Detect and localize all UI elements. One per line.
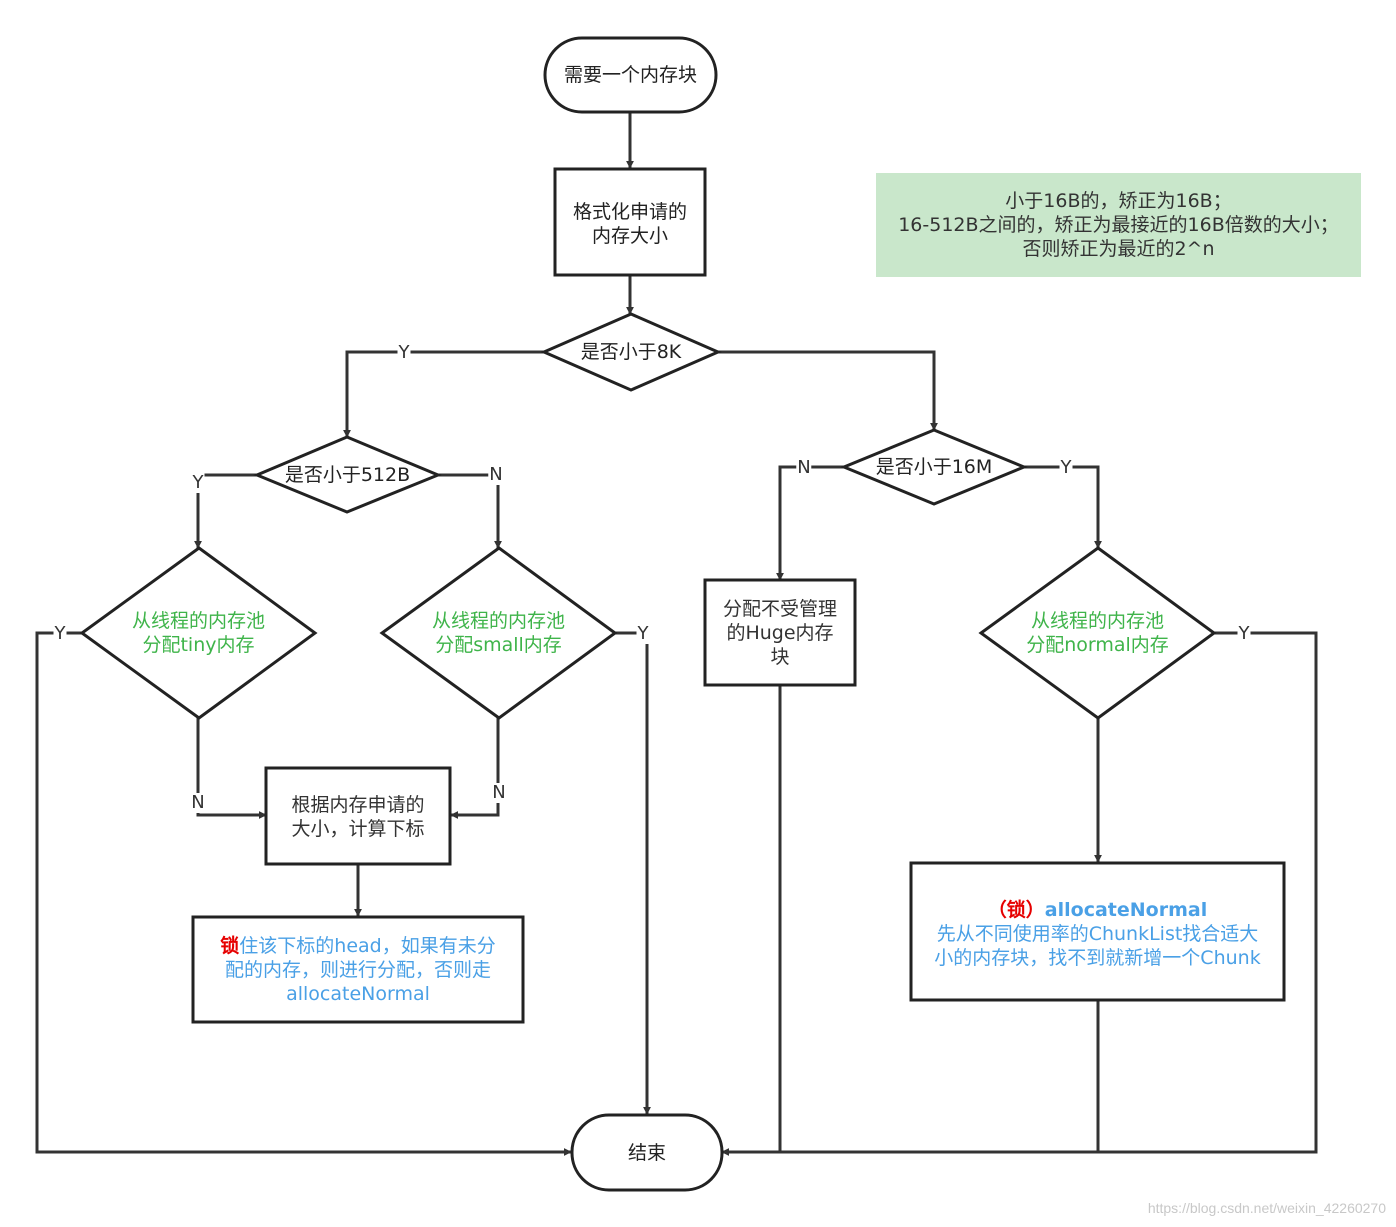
huge-label-line: 块 bbox=[770, 646, 790, 668]
calc-index-box bbox=[264, 766, 452, 866]
watermark: https://blog.csdn.net/weixin_42260270 bbox=[1147, 1200, 1386, 1216]
calc-index-label-line: 根据内存申请的 bbox=[291, 794, 425, 816]
edge-normal-yes bbox=[780, 631, 1318, 1154]
edge-label-small-yes: Y bbox=[636, 623, 650, 644]
normal-cache-label-line: 分配normal内存 bbox=[1026, 634, 1169, 656]
edge-label-normal-yes: Y bbox=[1237, 623, 1251, 644]
normal-cache-decision bbox=[978, 546, 1217, 720]
small-cache-label-line: 从线程的内存池 bbox=[431, 610, 565, 632]
edge-label-lt512b-no: N bbox=[488, 464, 504, 485]
edge-label-small-no: N bbox=[491, 782, 507, 803]
lock-head-text: 住该下标的head，如果有未分 bbox=[239, 935, 496, 957]
edge-label-lt8k-yes: Y bbox=[397, 342, 411, 363]
lock-head-line-3: allocateNormal bbox=[286, 983, 430, 1005]
edge-label-tiny-no: N bbox=[190, 792, 206, 813]
small-cache-label-line: 分配small内存 bbox=[435, 634, 562, 656]
lock-head-label: 锁住该下标的head，如果有未分 配的内存，则进行分配，否则走 allocate… bbox=[193, 934, 523, 1006]
huge-process-box bbox=[703, 578, 857, 687]
edge-tiny-no bbox=[196, 718, 267, 819]
lt16m-decision bbox=[840, 428, 1028, 506]
edge-lt512b-no bbox=[438, 473, 502, 549]
huge-label-line: 的Huge内存 bbox=[726, 622, 834, 644]
end-terminal bbox=[570, 1113, 724, 1192]
format-process-box bbox=[553, 167, 707, 277]
alloc-normal-box bbox=[909, 861, 1286, 1002]
normal-cache-label-line: 从线程的内存池 bbox=[1030, 610, 1164, 632]
lock-head-line-2: 配的内存，则进行分配，否则走 bbox=[224, 959, 491, 981]
alloc-normal-line-2: 先从不同使用率的ChunkList找合适大 bbox=[936, 923, 1259, 945]
edge-huge-to-end bbox=[721, 685, 782, 1156]
edge-lt8k-no bbox=[718, 350, 938, 431]
edge-small-yes bbox=[615, 631, 651, 1115]
calc-index-label: 根据内存申请的 大小，计算下标 bbox=[266, 793, 450, 841]
alloc-normal-line-1: （锁）allocateNormal bbox=[911, 898, 1284, 922]
format-label-line: 格式化申请的 bbox=[572, 201, 687, 223]
normal-cache-label: 从线程的内存池 分配normal内存 bbox=[981, 609, 1214, 657]
start-label: 需要一个内存块 bbox=[563, 64, 697, 86]
alloc-normal-line-3: 小的内存块，找不到就新增一个Chunk bbox=[934, 947, 1261, 969]
format-label: 格式化申请的 内存大小 bbox=[555, 200, 705, 248]
tiny-cache-decision bbox=[79, 546, 318, 720]
lt512b-label: 是否小于512B bbox=[284, 464, 411, 486]
edge-label-lt16m-yes: Y bbox=[1059, 457, 1073, 478]
edge-lt8k-yes bbox=[343, 350, 544, 438]
small-cache-label: 从线程的内存池 分配small内存 bbox=[382, 609, 615, 657]
lt8k-decision bbox=[540, 312, 722, 392]
note-line: 否则矫正为最近的2^n bbox=[1022, 238, 1215, 260]
tiny-cache-label-line: 从线程的内存池 bbox=[131, 610, 265, 632]
calc-index-label-line: 大小，计算下标 bbox=[291, 818, 425, 840]
lock-head-box bbox=[191, 915, 525, 1024]
start-terminal bbox=[543, 36, 718, 114]
edge-label-lt512b-yes: Y bbox=[191, 472, 205, 493]
lt512b-decision bbox=[253, 435, 442, 514]
lock-head-line-1: 锁住该下标的head，如果有未分 bbox=[193, 934, 523, 958]
small-cache-decision bbox=[379, 546, 618, 720]
end-label: 结束 bbox=[627, 1142, 666, 1164]
note-line: 小于16B的，矫正为16B； bbox=[1005, 190, 1232, 212]
edge-lt16m-no bbox=[776, 465, 844, 581]
huge-label-line: 分配不受管理 bbox=[722, 598, 837, 620]
size-normalization-note: 小于16B的，矫正为16B； 16-512B之间的，矫正为最接近的16B倍数的大… bbox=[876, 173, 1361, 277]
lt8k-label: 是否小于8K bbox=[580, 341, 682, 363]
alloc-normal-label: （锁）allocateNormal 先从不同使用率的ChunkList找合适大 … bbox=[911, 898, 1284, 970]
edge-lt16m-yes bbox=[1024, 465, 1102, 549]
lt16m-label: 是否小于16M bbox=[875, 456, 993, 478]
edge-small-no bbox=[450, 718, 500, 819]
lock-keyword: （锁） bbox=[987, 899, 1045, 921]
tiny-cache-label-line: 分配tiny内存 bbox=[142, 634, 255, 656]
note-line: 16-512B之间的，矫正为最接近的16B倍数的大小； bbox=[898, 214, 1339, 236]
tiny-cache-label: 从线程的内存池 分配tiny内存 bbox=[82, 609, 315, 657]
huge-label: 分配不受管理 的Huge内存 块 bbox=[705, 597, 855, 669]
alloc-normal-method: allocateNormal bbox=[1044, 899, 1208, 921]
format-label-line: 内存大小 bbox=[591, 225, 668, 247]
lock-keyword: 锁 bbox=[220, 935, 240, 957]
edge-lt512b-yes bbox=[194, 473, 257, 549]
edge-label-tiny-yes: Y bbox=[53, 623, 67, 644]
edge-label-lt16m-no: N bbox=[796, 457, 812, 478]
